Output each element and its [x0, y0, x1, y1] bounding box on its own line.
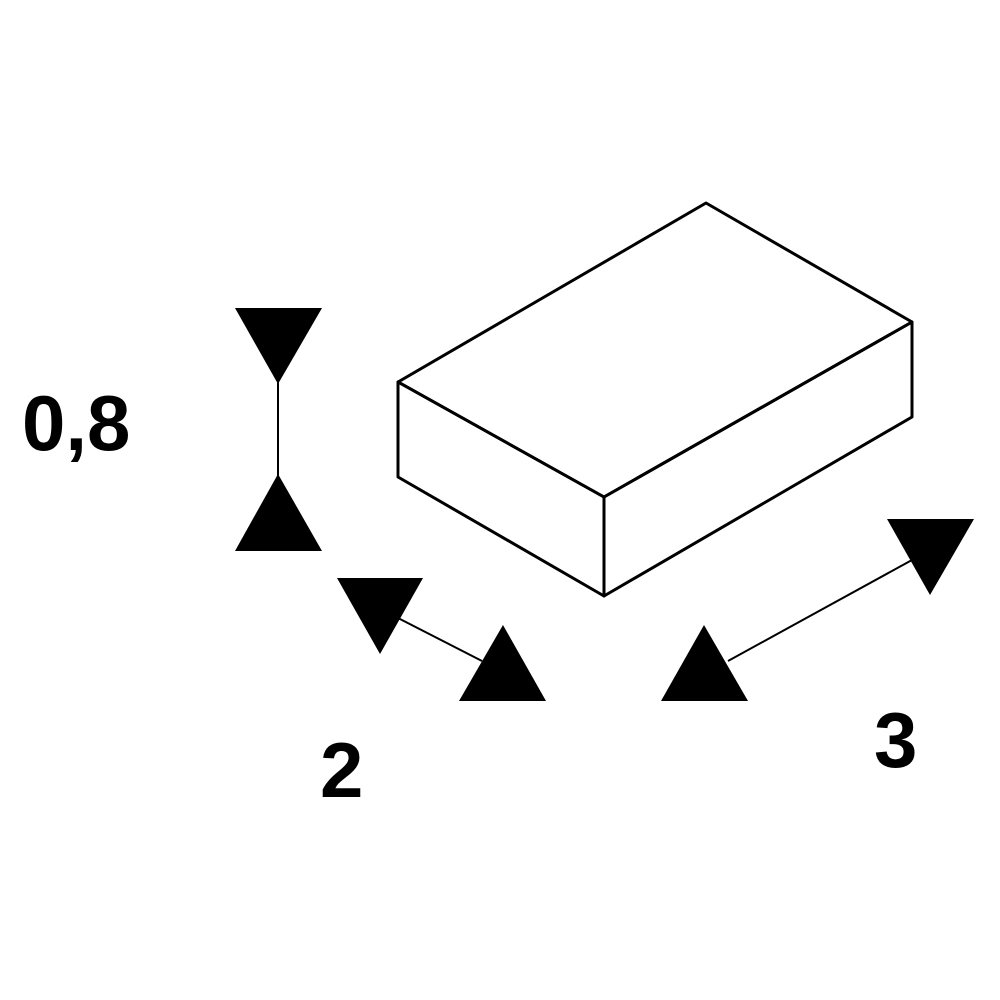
- dimension-line: [397, 617, 483, 662]
- arrow-up-icon: [459, 625, 546, 701]
- box-outline: [396, 201, 914, 598]
- arrow-up-icon: [235, 474, 322, 551]
- box-front-face: [396, 380, 606, 598]
- dimension-line: [727, 559, 913, 662]
- box-right-face: [602, 320, 914, 598]
- length-label: 3: [874, 696, 917, 784]
- box-top-face: [396, 201, 914, 499]
- height-label: 0,8: [22, 379, 130, 467]
- width-label: 2: [320, 726, 363, 814]
- height-dimension-marker: [235, 308, 322, 551]
- arrow-down-icon: [337, 578, 423, 654]
- arrow-down-icon: [887, 519, 974, 595]
- length-dimension-marker: [661, 519, 974, 701]
- arrow-down-icon: [235, 308, 322, 384]
- arrow-up-icon: [661, 625, 748, 701]
- width-dimension-marker: [337, 578, 546, 701]
